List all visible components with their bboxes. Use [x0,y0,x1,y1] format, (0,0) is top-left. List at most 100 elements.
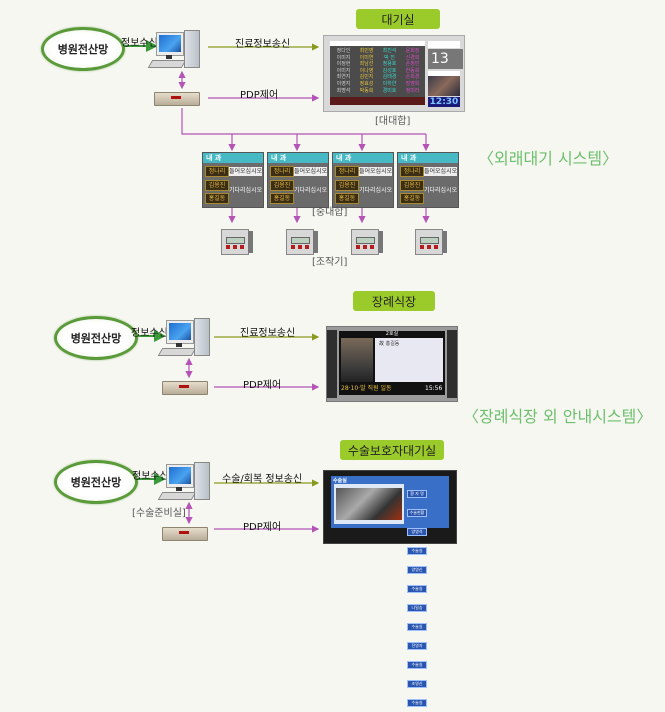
display-number: 13 [428,49,463,69]
room-caption: [수술준비실] [132,508,186,519]
board-title: 내 과 [203,153,263,163]
waiting-cell: 이정현 [336,61,351,68]
badge-surgery-guardian-room: 수술보호자대기실 [340,440,444,460]
pdp-control-label: PDP제어 [240,90,279,101]
funeral-clock: 15:56 [425,385,443,392]
keypad-icon [351,229,383,255]
board-slot: 정나리 [205,166,229,177]
hospital-network-node: 병원전산망 [54,460,138,504]
surgery-row: 나일승수술실 [407,598,447,636]
board-caption: [중대합] [312,207,348,218]
large-display-caption: [대대합] [375,116,411,127]
board-wait-text: 기다리십시오 [294,187,327,194]
board-wait-text: 기다리십시오 [359,187,392,194]
board-slot: 홍길동 [270,193,294,204]
waiting-cell: 이하얀 [382,80,397,87]
surgery-display-title: 수술실 [333,478,347,484]
keypad-icon [286,229,318,255]
waiting-cell: 정효성 [359,80,374,87]
surgery-cell: 양영신 [407,566,427,574]
waiting-cell: 정다인 [336,48,351,54]
display-clock: 12:30 [428,97,460,107]
surgery-cell: 수술현황 [407,509,427,517]
portrait-photo [341,338,373,382]
board-slot: 홍길동 [400,193,424,204]
surgery-cell: 수술실 [407,623,427,631]
waiting-cell: 최민영 [359,48,374,54]
board-slot: 김용진 [270,180,294,191]
computer-icon [157,462,212,502]
surgery-cell: 조영신 [407,680,427,688]
waiting-cell: 이나영 [359,67,374,74]
board-slot: 정나리 [335,166,359,177]
surgery-cell: 양영석 [407,528,427,536]
board-slot: 홍길동 [205,193,229,204]
pdp-control-label: PDP제어 [243,522,282,533]
waiting-cell: 신경희 [405,54,420,61]
waiting-cell: 최연지 [336,74,351,81]
funeral-ticker: 28·10·발 직원 일동 [341,385,392,392]
connector-lines [123,40,430,533]
waiting-cell: 경미호 [382,87,397,94]
funeral-room-title: 2호실 [385,331,399,337]
board-call-text: 들어오십시오 [229,167,262,176]
waiting-cell: 최명석 [336,87,351,94]
surgery-cell: 수술실 [407,585,427,593]
board-slot: 정나리 [400,166,424,177]
badge-funeral-hall: 장례식장 [353,291,435,311]
pdp-controller-icon [162,381,208,395]
board-slot: 김용진 [335,180,359,191]
waiting-cell: 이영지 [336,80,351,87]
surgery-header-row: 환 자 명수술현황 [407,484,447,522]
waiting-cell: 김민지 [359,74,374,81]
board-slot: 김용진 [400,180,424,191]
waiting-cell: 박동희 [359,87,374,94]
pdp-control-label: PDP제어 [243,380,282,391]
surgery-cell: 환 자 명 [407,490,427,498]
waiting-cell: 윤희정 [405,48,420,54]
board-slot: 정나리 [270,166,294,177]
surgery-row: 양영신수술실 [407,560,447,598]
system-caption-outpatient: 〈외래대기 시스템〉 [478,149,619,168]
controller-caption: [조작기] [312,257,348,268]
computer-icon [157,318,212,358]
keypad-icon [415,229,447,255]
waiting-cell: 정용호 [382,61,397,68]
waiting-cell: 김성호 [382,67,397,74]
waiting-cell: 박 진 [384,54,395,61]
keypad-icon [221,229,253,255]
receive-label: 정보수신 [121,38,158,49]
receive-label: 정보수신 [132,471,169,482]
board-slot: 김용진 [205,180,229,191]
surgery-cell: 나일승 [407,604,427,612]
waiting-cell: 이미연 [359,54,374,61]
send-label: 진료정보송신 [240,328,296,339]
waiting-cell: 이미지 [336,54,351,61]
waiting-cell: 최남선 [359,61,374,68]
waiting-cell: 정미라 [405,87,420,94]
pdp-controller-icon [162,527,208,541]
system-caption-funeral: 〈장례식장 외 안내시스템〉 [463,407,653,426]
waiting-cell: 이미지 [336,67,351,74]
send-label: 진료정보송신 [235,39,291,50]
waiting-row: 이미지 이미연 박 진 신경희 [332,55,424,62]
surgery-cell: 수술실 [407,661,427,669]
surgery-row: 전영자수술실 [407,636,447,674]
waiting-row: 이정현 최남선 정용호 손정민 [332,61,424,68]
branch-line [181,108,426,135]
deceased-name: 故 홍길동 [379,341,400,347]
board-call-text: 들어오십시오 [294,167,327,176]
waiting-cell: 김태경 [382,74,397,81]
waiting-row: 최명석 박동희 경미호 정미라 [332,88,424,95]
waiting-cell: 손정민 [405,61,420,68]
surgery-cell: 수술실 [407,547,427,555]
